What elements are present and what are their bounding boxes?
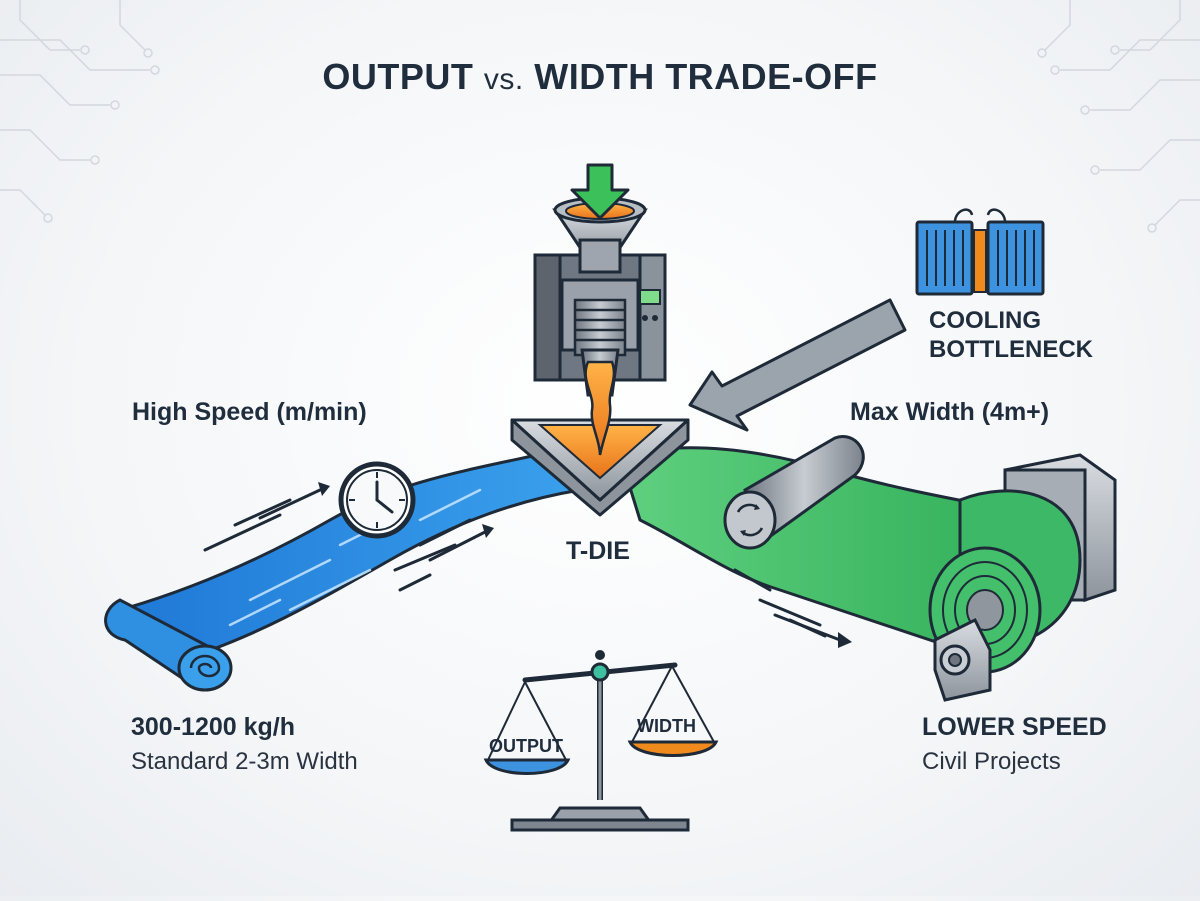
- title-left: OUTPUT: [322, 56, 474, 97]
- right-speed-label: LOWER SPEED: [922, 713, 1107, 741]
- blue-roll: [104, 598, 233, 692]
- scale-right-label: WIDTH: [637, 716, 696, 736]
- left-output-label: 300-1200 kg/h: [131, 713, 295, 741]
- balance-scale: [483, 650, 719, 832]
- left-heading: High Speed (m/min): [132, 398, 367, 426]
- title-vs: vs.: [483, 63, 524, 96]
- t-die: [510, 360, 690, 517]
- speed-arrow-left-top: [258, 482, 330, 520]
- cooling-arrow: [688, 298, 907, 432]
- blue-sheet: [104, 448, 582, 692]
- cooling-line-1: COOLING: [929, 307, 1041, 334]
- scale-left-label: OUTPUT: [489, 736, 563, 756]
- speed-arrow-right: [773, 613, 852, 648]
- circuit-decoration-right: [1037, 0, 1200, 233]
- speed-arrow-left-bottom: [428, 524, 494, 562]
- right-heading: Max Width (4m+): [850, 398, 1050, 426]
- speed-lines-left: [203, 498, 472, 592]
- title-right: WIDTH TRADE-OFF: [534, 56, 878, 97]
- chill-roller: [723, 435, 865, 550]
- cooling-line-2: BOTTLENECK: [929, 336, 1093, 363]
- feed-arrow-icon: [570, 163, 630, 220]
- circuit-decoration-left: [0, 0, 160, 223]
- left-width-note: Standard 2-3m Width: [131, 748, 358, 775]
- winder-machine: [928, 453, 1117, 702]
- clock-icon: [338, 461, 416, 539]
- cooling-label: COOLING BOTTLENECK: [929, 306, 1093, 364]
- die-label: T-DIE: [566, 537, 630, 565]
- page-title: OUTPUT vs. WIDTH TRADE-OFF: [0, 56, 1200, 98]
- radiator-icon: [915, 208, 1045, 296]
- right-use-label: Civil Projects: [922, 748, 1061, 775]
